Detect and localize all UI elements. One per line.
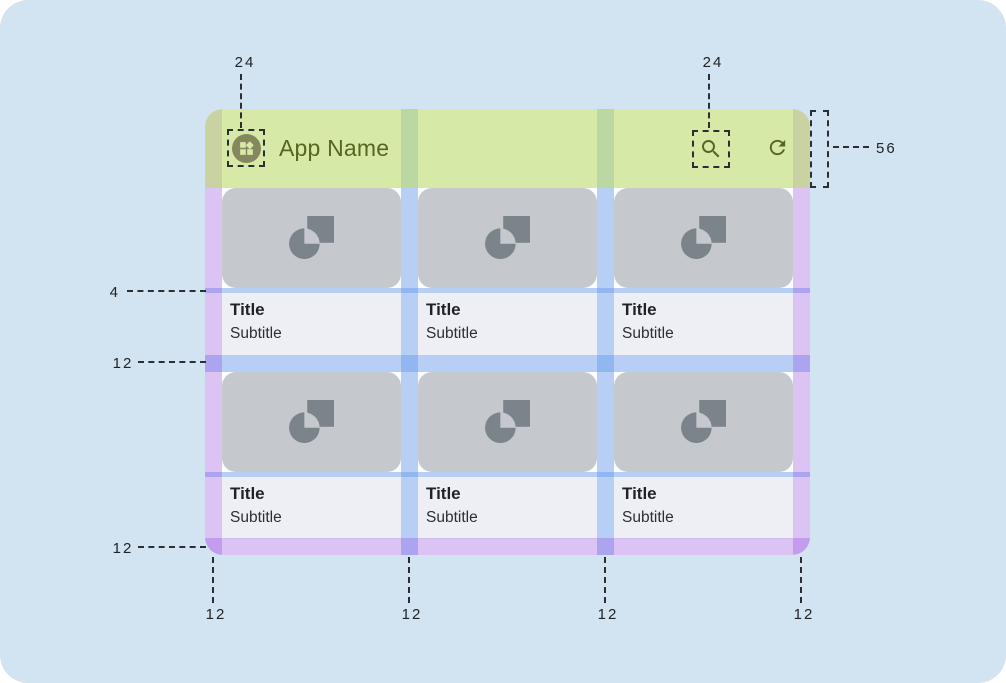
app-mockup: Title Subtitle Title Subtitle <box>205 109 810 555</box>
measure-line <box>833 146 869 148</box>
card[interactable]: Title Subtitle <box>418 188 597 355</box>
appbar-height-measure-box <box>810 110 829 188</box>
measure-line <box>800 557 802 603</box>
measure-line <box>138 361 206 363</box>
card[interactable]: Title Subtitle <box>614 372 793 539</box>
measure-line <box>240 74 242 128</box>
card-subtitle: Subtitle <box>426 509 478 527</box>
measure-label-4: 4 <box>109 284 118 301</box>
card-title: Title <box>622 300 657 319</box>
image-placeholder-icon <box>680 216 726 260</box>
card[interactable]: Title Subtitle <box>222 372 401 539</box>
measure-label-12-bottom-margin: 12 <box>112 540 134 557</box>
icon-measure-box <box>227 129 265 167</box>
row-gutter-overlay <box>205 355 810 372</box>
column-gutter-overlay <box>401 109 418 555</box>
image-placeholder-icon <box>484 216 530 260</box>
card-title: Title <box>622 484 657 503</box>
card-text-block: Title Subtitle <box>614 477 793 539</box>
card-text-block: Title Subtitle <box>614 293 793 355</box>
card-image-placeholder <box>222 372 401 472</box>
measure-label-12: 12 <box>205 606 227 623</box>
measure-label-12: 12 <box>597 606 619 623</box>
app-title: App Name <box>279 135 390 161</box>
card-subtitle: Subtitle <box>230 325 282 343</box>
right-margin-overlay <box>793 109 810 555</box>
measure-label-56: 56 <box>876 140 897 157</box>
card-text-block: Title Subtitle <box>418 293 597 355</box>
measure-label-24-left: 24 <box>234 54 256 71</box>
card-subtitle: Subtitle <box>622 509 674 527</box>
card-text-block: Title Subtitle <box>418 477 597 539</box>
card-title: Title <box>426 300 461 319</box>
measure-line <box>212 557 214 603</box>
card-subtitle: Subtitle <box>622 325 674 343</box>
card-title: Title <box>230 484 265 503</box>
column-gutter-overlay <box>597 109 614 555</box>
card-text-block: Title Subtitle <box>222 293 401 355</box>
measure-label-12-gutter: 12 <box>112 355 134 372</box>
measure-label-12: 12 <box>793 606 815 623</box>
measure-line <box>138 546 206 548</box>
measure-label-24-right: 24 <box>702 54 724 71</box>
left-margin-overlay <box>205 109 222 555</box>
card[interactable]: Title Subtitle <box>614 188 793 355</box>
card-text-block: Title Subtitle <box>222 477 401 539</box>
card-title: Title <box>230 300 265 319</box>
icon-measure-box <box>692 130 730 168</box>
measure-line <box>604 557 606 603</box>
card-subtitle: Subtitle <box>230 509 282 527</box>
refresh-button[interactable] <box>766 136 790 160</box>
card[interactable]: Title Subtitle <box>222 188 401 355</box>
refresh-icon <box>769 139 786 156</box>
card-title: Title <box>426 484 461 503</box>
card-subtitle: Subtitle <box>426 325 478 343</box>
image-placeholder-icon <box>288 400 334 444</box>
image-placeholder-icon <box>680 400 726 444</box>
card-image-placeholder <box>418 372 597 472</box>
measure-line <box>127 290 206 292</box>
bottom-margin-overlay <box>205 538 810 555</box>
card[interactable]: Title Subtitle <box>418 372 597 539</box>
image-placeholder-icon <box>288 216 334 260</box>
image-placeholder-icon <box>484 400 530 444</box>
measure-label-12: 12 <box>401 606 423 623</box>
measure-line <box>408 557 410 603</box>
card-image-placeholder <box>614 188 793 288</box>
card-image-placeholder <box>222 188 401 288</box>
measure-line <box>708 74 710 128</box>
card-image-placeholder <box>614 372 793 472</box>
card-image-placeholder <box>418 188 597 288</box>
